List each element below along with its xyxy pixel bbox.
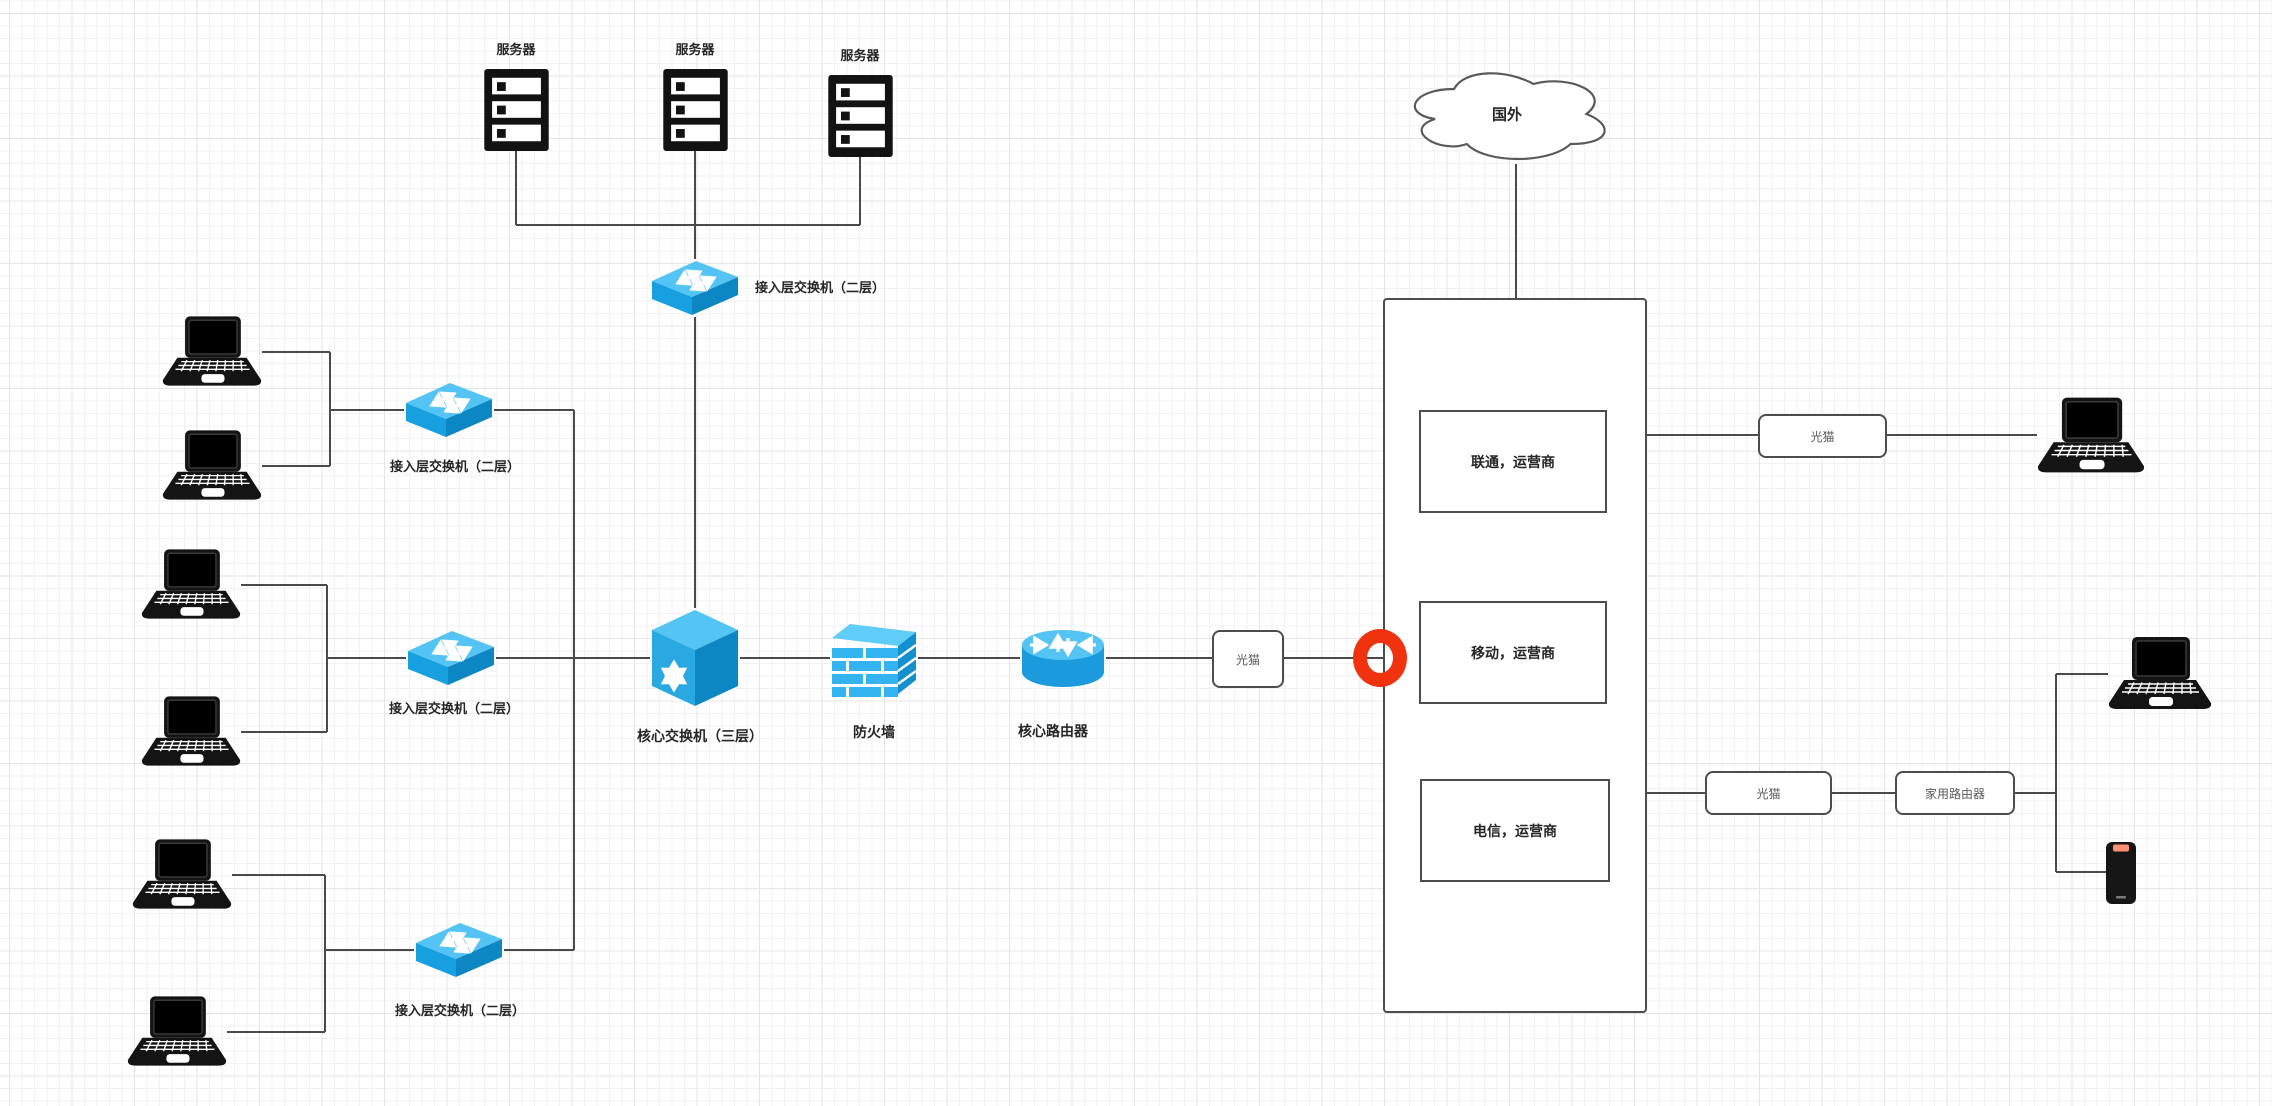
server-label: 服务器 [840, 48, 880, 63]
server-icon[interactable] [663, 69, 728, 151]
laptop-icon[interactable] [162, 429, 262, 503]
isp-box-unicom[interactable]: 联通，运营商 [1419, 410, 1607, 513]
firewall-label: 防火墙 [853, 724, 895, 740]
optical-modem-box[interactable]: 光猫 [1758, 414, 1887, 458]
home-router-box[interactable]: 家用路由器 [1895, 771, 2015, 815]
cloud-label: 国外 [1491, 106, 1523, 124]
access-switch-label: 接入层交换机（二层） [755, 280, 886, 295]
laptop-icon[interactable] [127, 995, 227, 1069]
server-label: 服务器 [675, 42, 715, 57]
access-switch-icon[interactable] [650, 259, 740, 317]
optical-modem-box[interactable]: 光猫 [1705, 771, 1832, 815]
highlight-ring-annotation [1353, 629, 1407, 687]
laptop-icon[interactable] [2037, 395, 2145, 477]
laptop-icon[interactable] [162, 315, 262, 389]
isp-box-mobile[interactable]: 移动，运营商 [1419, 601, 1607, 704]
core-switch-icon[interactable] [650, 608, 740, 708]
access-switch-label: 接入层交换机（二层） [388, 701, 520, 716]
firewall-icon[interactable] [830, 618, 918, 702]
core-router-label: 核心路由器 [1018, 723, 1088, 739]
access-switch-label: 接入层交换机（二层） [394, 1003, 526, 1018]
core-switch-label: 核心交换机（三层） [637, 728, 763, 744]
laptop-icon[interactable] [132, 838, 232, 912]
access-switch-icon[interactable] [406, 629, 496, 687]
isp-box-telecom[interactable]: 电信，运营商 [1420, 779, 1610, 882]
laptop-icon[interactable] [141, 548, 241, 622]
server-label: 服务器 [496, 42, 536, 57]
core-router-icon[interactable] [1020, 628, 1106, 690]
laptop-icon[interactable] [141, 695, 241, 769]
access-switch-icon[interactable] [414, 921, 504, 979]
access-switch-label: 接入层交换机（二层） [389, 459, 521, 474]
access-switch-icon[interactable] [404, 381, 494, 439]
laptop-icon[interactable] [2108, 635, 2212, 713]
smartphone-icon[interactable] [2106, 842, 2136, 904]
server-icon[interactable] [484, 69, 549, 151]
server-icon[interactable] [828, 75, 893, 157]
optical-modem-box[interactable]: 光猫 [1212, 630, 1284, 688]
